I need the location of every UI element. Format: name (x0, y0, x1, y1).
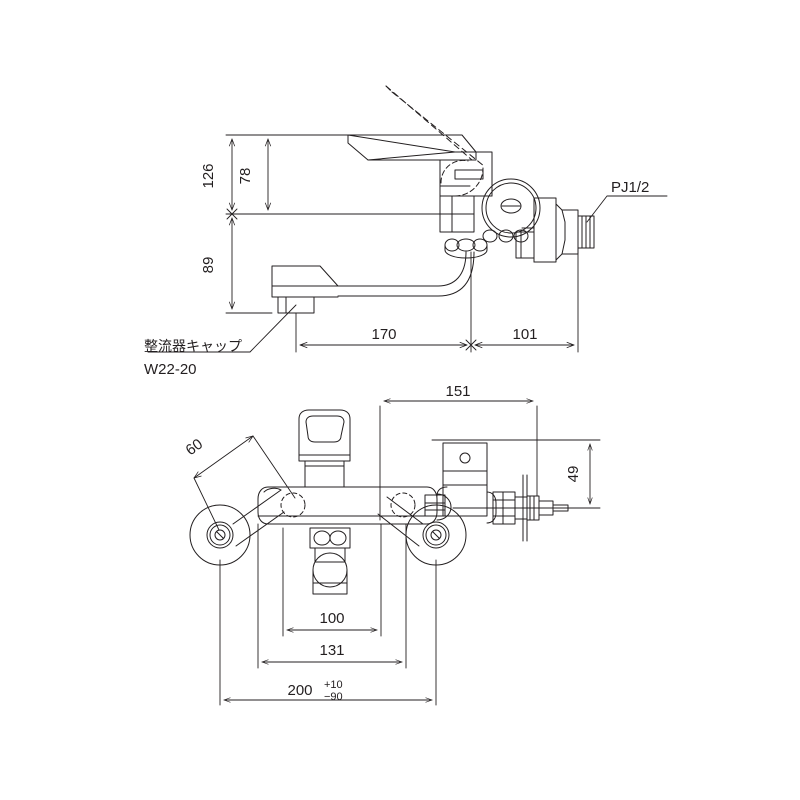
side-view-dimensions (147, 134, 668, 353)
dimension-label-49: 49 (565, 466, 582, 483)
spout-assembly (271, 251, 475, 298)
dimension-label-78: 78 (237, 168, 254, 185)
spout-stub (309, 527, 351, 595)
body-bar-pivot-marks (280, 492, 416, 518)
note-aerator-cap-line1: 整流器キャップ (144, 339, 242, 355)
note-pj12-label: PJ1/2 (611, 179, 649, 196)
leader-pj12 (586, 195, 668, 223)
side-elevation-geometry (271, 85, 595, 314)
dimension-label-100: 100 (319, 610, 344, 627)
inlet-elbow (424, 493, 452, 521)
dimension-label-131: 131 (319, 642, 344, 659)
main-body-block (439, 195, 475, 233)
dimension-78 (261, 138, 441, 215)
note-aerator-cap-line2: W22-20 (144, 361, 197, 378)
union-nodes-upper (482, 229, 529, 243)
right-connector-block (515, 197, 557, 263)
lever-pivot-arc (440, 159, 484, 197)
dimension-tolerance-plus: +10 (324, 679, 343, 691)
leader-aerator-cap (147, 304, 297, 353)
dimension-tolerance-minus: −90 (324, 691, 343, 703)
lever-pivot-housing (439, 151, 493, 197)
body-bar (257, 486, 438, 525)
front-plan-geometry (189, 409, 581, 595)
lever-knob (298, 409, 351, 488)
left-eccentric-union (189, 487, 285, 566)
valve-cap-circle (481, 178, 541, 238)
dimension-label-151: 151 (445, 383, 470, 400)
right-inlet-block (436, 442, 488, 517)
wall-flange-inlet (555, 203, 595, 261)
dimension-label-200: 200 (287, 682, 312, 699)
front-view-dimensions (193, 401, 601, 706)
dimension-label-60: 60 (183, 436, 206, 460)
dimension-label-89: 89 (200, 257, 217, 274)
dimension-60 (193, 435, 296, 531)
lever-handle-raised-phantom (385, 85, 485, 167)
dimension-label-101: 101 (512, 326, 537, 343)
dimension-label-126: 126 (200, 163, 217, 188)
dimension-label-170: 170 (371, 326, 396, 343)
